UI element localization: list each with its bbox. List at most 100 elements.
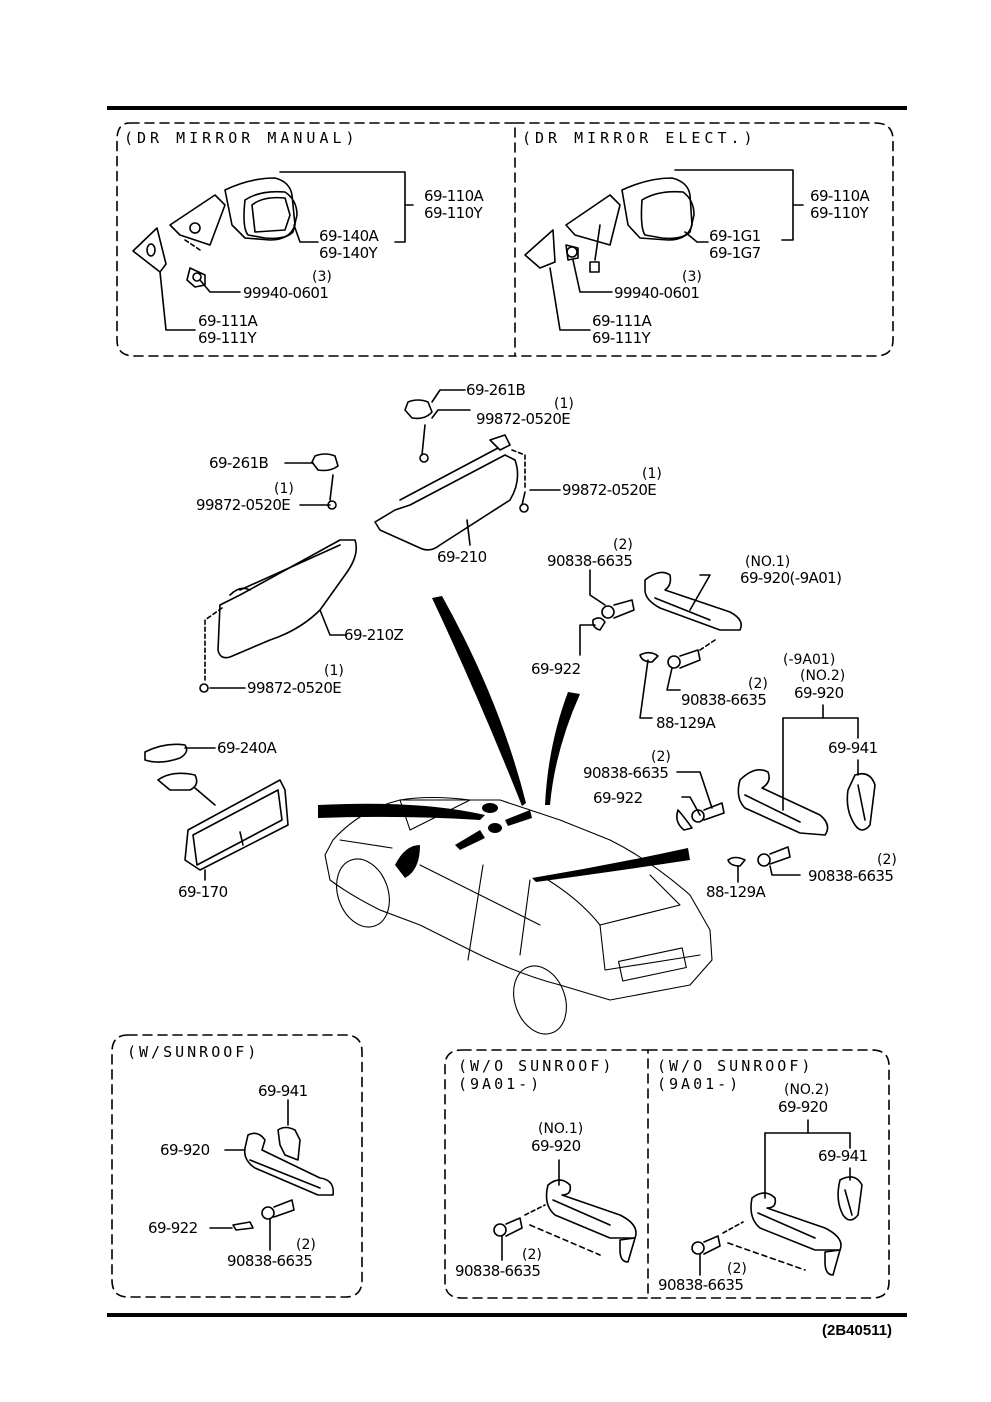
- grip-no2-drawing: [676, 769, 876, 867]
- part-label: 69-111A: [198, 312, 258, 330]
- wo-sunroof-1-drawing: [493, 1179, 637, 1263]
- section-title-mirror-elect: (DR MIRROR ELECT.): [522, 129, 757, 147]
- grip-no1-leaders: [579, 569, 711, 719]
- part-label: 69-920: [778, 1098, 828, 1116]
- part-label: 90838-6635: [547, 552, 633, 570]
- part-label: 90838-6635: [227, 1252, 313, 1270]
- top-rule: [107, 106, 907, 110]
- part-label: 69-1G1: [709, 227, 761, 245]
- part-label: 69-261B: [466, 381, 526, 399]
- part-label: 69-920(-9A01): [740, 569, 842, 587]
- part-label: 69-110Y: [424, 204, 483, 222]
- section-serial-wo-sunroof-2: (9A01-): [657, 1075, 742, 1093]
- section-frames: [111, 122, 894, 1299]
- mirror-manual-drawing: [132, 177, 298, 288]
- part-label: 69-111Y: [198, 329, 257, 347]
- quantity-label: (2): [727, 1261, 747, 1277]
- note-label: (NO.1): [745, 554, 791, 570]
- part-label: 69-110A: [424, 187, 484, 205]
- note-label: (NO.2): [784, 1082, 830, 1098]
- part-label: 69-111Y: [592, 329, 651, 347]
- part-label: 69-941: [258, 1082, 308, 1100]
- quantity-label: (2): [613, 537, 633, 553]
- room-mirror-leaders: [184, 747, 216, 881]
- wo-sunroof-1-leaders: [501, 1159, 560, 1261]
- room-mirror-drawing: [144, 743, 289, 871]
- w-sunroof-drawing: [232, 1126, 335, 1231]
- part-label: 69-1G7: [709, 244, 761, 262]
- part-label: 99940-0601: [614, 284, 700, 302]
- quantity-label: (1): [554, 396, 574, 412]
- sunvisor-right-drawing: [374, 399, 529, 551]
- frame-mirror-elect: [514, 122, 894, 357]
- part-label: 90838-6635: [808, 867, 894, 885]
- part-label: 99872-0520E: [196, 496, 291, 514]
- car-pointer-wedges: [318, 596, 690, 882]
- part-label: 90838-6635: [583, 764, 669, 782]
- sunvisor-left-drawing: [199, 453, 358, 693]
- diagram-reference-code: (2B40511): [822, 1322, 893, 1339]
- part-label: 69-240A: [217, 739, 277, 757]
- part-label: 69-920: [160, 1141, 210, 1159]
- part-label: 69-941: [818, 1147, 868, 1165]
- grip-no1-drawing: [592, 571, 743, 669]
- frame-wo-sunroof-2: [647, 1049, 890, 1299]
- part-label: 69-140A: [319, 227, 379, 245]
- quantity-label: (2): [651, 749, 671, 765]
- wo-sunroof-2-leaders: [699, 1119, 851, 1276]
- part-label: 69-261B: [209, 454, 269, 472]
- quantity-label: (2): [296, 1237, 316, 1253]
- quantity-label: (1): [642, 466, 662, 482]
- mirror-manual-leaders: [159, 171, 414, 331]
- section-title-mirror-manual: (DR MIRROR MANUAL): [124, 129, 359, 147]
- section-title-w-sunroof: (W/SUNROOF): [127, 1043, 260, 1061]
- quantity-label: (2): [877, 852, 897, 868]
- part-label: 99872-0520E: [247, 679, 342, 697]
- w-sunroof-leaders: [209, 1099, 289, 1251]
- note-label: (NO.2): [800, 668, 846, 684]
- part-label: 90838-6635: [681, 691, 767, 709]
- mirror-elect-drawing: [524, 177, 695, 273]
- grip-no2-leaders: [676, 704, 859, 883]
- part-label: 69-210Z: [344, 626, 404, 644]
- part-label: 88-129A: [706, 883, 766, 901]
- part-label: 99940-0601: [243, 284, 329, 302]
- frame-mirror-manual: [116, 122, 516, 357]
- mirror-elect-leaders: [549, 169, 804, 331]
- part-label: 69-922: [148, 1219, 198, 1237]
- frame-wo-sunroof-1: [444, 1049, 649, 1299]
- quantity-label: (3): [682, 269, 702, 285]
- part-label: 88-129A: [656, 714, 716, 732]
- part-label: 69-922: [593, 789, 643, 807]
- part-label: 69-111A: [592, 312, 652, 330]
- note-label: (NO.1): [538, 1121, 584, 1137]
- quantity-label: (2): [748, 676, 768, 692]
- part-label: 90838-6635: [455, 1262, 541, 1280]
- sunvisor-leaders: [209, 389, 561, 689]
- part-label: 99872-0520E: [476, 410, 571, 428]
- part-label: 69-110A: [810, 187, 870, 205]
- quantity-label: (3): [312, 269, 332, 285]
- section-serial-wo-sunroof-1: (9A01-): [458, 1075, 543, 1093]
- wo-sunroof-2-drawing: [691, 1176, 863, 1276]
- part-label: 69-110Y: [810, 204, 869, 222]
- part-label: 90838-6635: [658, 1276, 744, 1294]
- part-label: 69-170: [178, 883, 228, 901]
- section-title-wo-sunroof-2: (W/O SUNROOF): [657, 1057, 814, 1075]
- frame-w-sunroof: [111, 1034, 363, 1298]
- part-label: 99872-0520E: [562, 481, 657, 499]
- part-label: 69-941: [828, 739, 878, 757]
- section-title-wo-sunroof-1: (W/O SUNROOF): [458, 1057, 615, 1075]
- part-label: 69-210: [437, 548, 487, 566]
- quantity-label: (1): [324, 663, 344, 679]
- part-label: 69-140Y: [319, 244, 378, 262]
- quantity-label: (2): [522, 1247, 542, 1263]
- part-label: 69-922: [531, 660, 581, 678]
- bottom-rule: [107, 1313, 907, 1317]
- car-drawing: [324, 796, 713, 1035]
- part-label: 69-920: [794, 684, 844, 702]
- part-label: 69-920: [531, 1137, 581, 1155]
- note-label: (-9A01): [783, 652, 836, 668]
- quantity-label: (1): [274, 481, 294, 497]
